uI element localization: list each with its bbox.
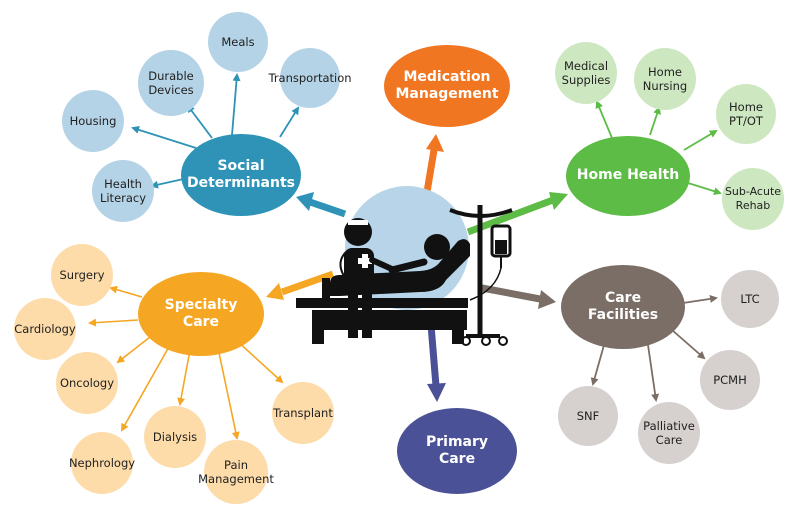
- bed-foot: [322, 278, 330, 300]
- connector-social-housing: [131, 126, 197, 149]
- arrow-to-specialty: [280, 270, 335, 296]
- leaf-transportation: Transportation: [268, 48, 352, 108]
- arrow-to-social: [308, 198, 347, 218]
- connector-specialty-dialysis: [177, 349, 191, 406]
- arrow-to-primary: [427, 324, 440, 387]
- connector-facilities-snf: [590, 344, 605, 386]
- arrow-to-medication: [423, 149, 438, 193]
- leaf-meals: Meals: [208, 12, 268, 72]
- hub-care-facilities: Care Facilities: [561, 265, 685, 349]
- leaf-health-literacy: Health Literacy: [92, 160, 154, 222]
- leaf-dialysis: Dialysis: [144, 406, 206, 468]
- leaf-nephrology: Nephrology: [69, 432, 135, 494]
- leaf-durable-devices: Durable Devices: [138, 50, 204, 116]
- doctor-figure: [339, 218, 397, 338]
- hub-medication-management: Medication Management: [384, 45, 510, 127]
- connector-specialty-nephrology: [121, 344, 171, 432]
- arrowhead-to-medication: [426, 134, 444, 152]
- connector-facilities-pcmh: [671, 329, 706, 360]
- bed-leg-right: [452, 330, 464, 344]
- arrowhead-to-home-health: [549, 192, 568, 210]
- connector-home-ptot: [683, 129, 718, 151]
- connector-facilities-palliative: [647, 344, 660, 402]
- connector-home-subacute: [687, 182, 722, 196]
- arrowhead-to-social: [296, 192, 314, 211]
- leaf-oncology: Oncology: [56, 352, 118, 414]
- hub-home-health: Home Health: [566, 136, 690, 216]
- hub-primary-care: Primary Care: [397, 408, 517, 494]
- leaf-palliative-care: Palliative Care: [638, 402, 700, 464]
- leaf-housing: Housing: [62, 90, 124, 152]
- arrow-to-care-facilities: [481, 284, 541, 303]
- connector-specialty-transplant: [235, 339, 284, 384]
- connector-social-transportation: [279, 106, 300, 138]
- connector-home-medical-supplies: [595, 100, 613, 139]
- leaf-pcmh: PCMH: [700, 350, 760, 410]
- connector-specialty-surgery: [109, 285, 143, 298]
- leaf-transplant: Transplant: [272, 382, 334, 444]
- leaf-snf: SNF: [558, 386, 618, 446]
- arrowhead-to-primary: [427, 383, 446, 402]
- hub-social-determinants: Social Determinants: [181, 134, 301, 216]
- bed-leg-left: [312, 330, 324, 344]
- leaf-ltc: LTC: [721, 270, 779, 328]
- leaf-subacute-rehab: Sub-Acute Rehab: [722, 168, 784, 230]
- leaf-home-ptot: Home PT/OT: [716, 84, 776, 144]
- leaf-cardiology: Cardiology: [14, 298, 76, 360]
- iv-drip-stand: [449, 205, 513, 346]
- connector-specialty-pain-management: [217, 347, 240, 440]
- arrowhead-to-care-facilities: [538, 290, 556, 309]
- arrowhead-to-specialty: [266, 283, 284, 300]
- connector-facilities-ltc: [682, 294, 718, 304]
- connector-social-durable-devices: [186, 104, 213, 139]
- bed-frame: [312, 310, 467, 330]
- bed-mattress: [296, 298, 468, 308]
- hub-specialty-care: Specialty Care: [138, 272, 264, 356]
- connector-social-meals: [231, 73, 241, 136]
- connector-specialty-oncology: [116, 336, 151, 364]
- leaf-home-nursing: Home Nursing: [634, 48, 696, 110]
- patient-in-bed-with-doctor-and-iv-drip-icon: [296, 186, 513, 346]
- connector-home-nursing: [649, 106, 661, 136]
- leaf-surgery: Surgery: [51, 244, 113, 306]
- leaf-pain-management: Pain Management: [198, 440, 274, 504]
- connector-specialty-cardiology: [88, 318, 139, 327]
- leaf-medical-supplies: Medical Supplies: [555, 42, 617, 104]
